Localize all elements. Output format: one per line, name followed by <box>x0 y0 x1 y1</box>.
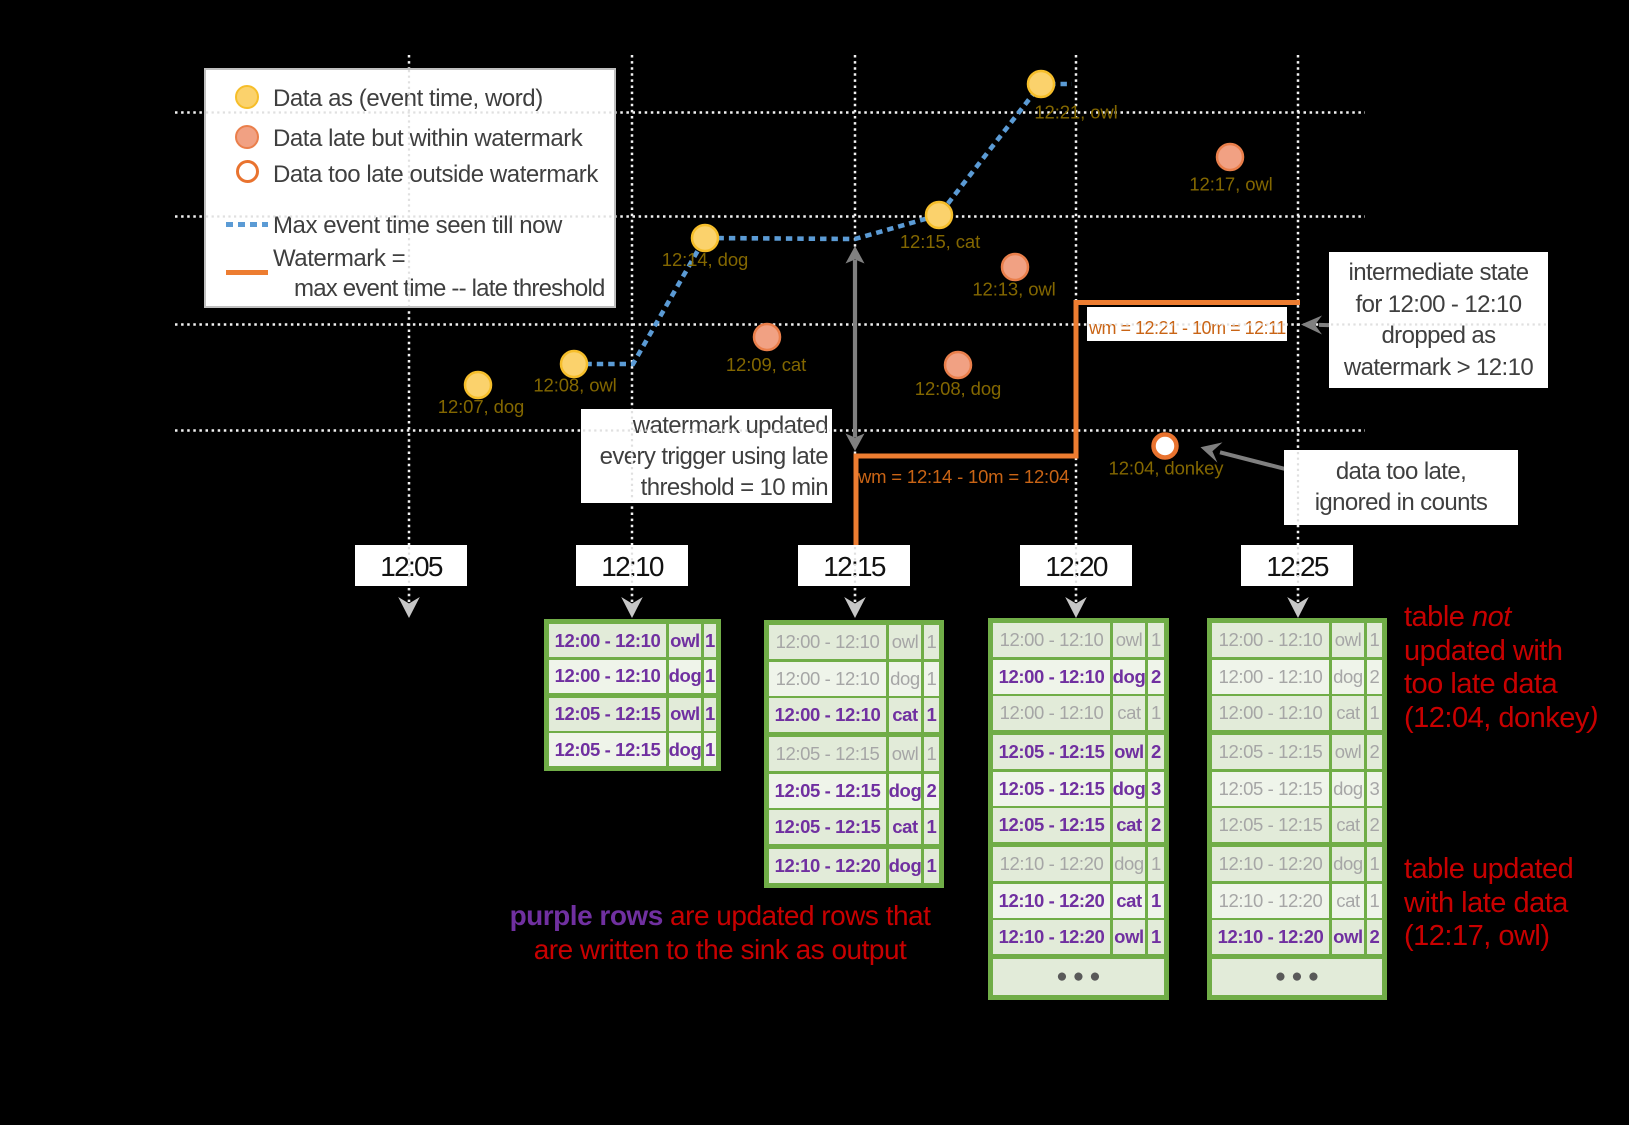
svg-text:12:21, owl: 12:21, owl <box>1034 102 1117 123</box>
svg-text:12:08, owl: 12:08, owl <box>533 375 616 396</box>
svg-text:12:14, dog: 12:14, dog <box>662 249 748 270</box>
svg-text:12:07, dog: 12:07, dog <box>438 396 524 417</box>
svg-text:12:17, owl: 12:17, owl <box>1189 174 1272 195</box>
svg-text:wm = 12:14 - 10m = 12:04: wm = 12:14 - 10m = 12:04 <box>857 466 1069 487</box>
svg-text:12:15, cat: 12:15, cat <box>900 231 980 252</box>
svg-text:12:13, owl: 12:13, owl <box>972 279 1055 300</box>
svg-text:12:04, donkey: 12:04, donkey <box>1109 458 1225 479</box>
svg-text:wm = 12:21 - 10m = 12:11: wm = 12:21 - 10m = 12:11 <box>1088 318 1286 338</box>
svg-text:12:09, cat: 12:09, cat <box>726 354 806 375</box>
svg-text:12:08, dog: 12:08, dog <box>915 378 1001 399</box>
